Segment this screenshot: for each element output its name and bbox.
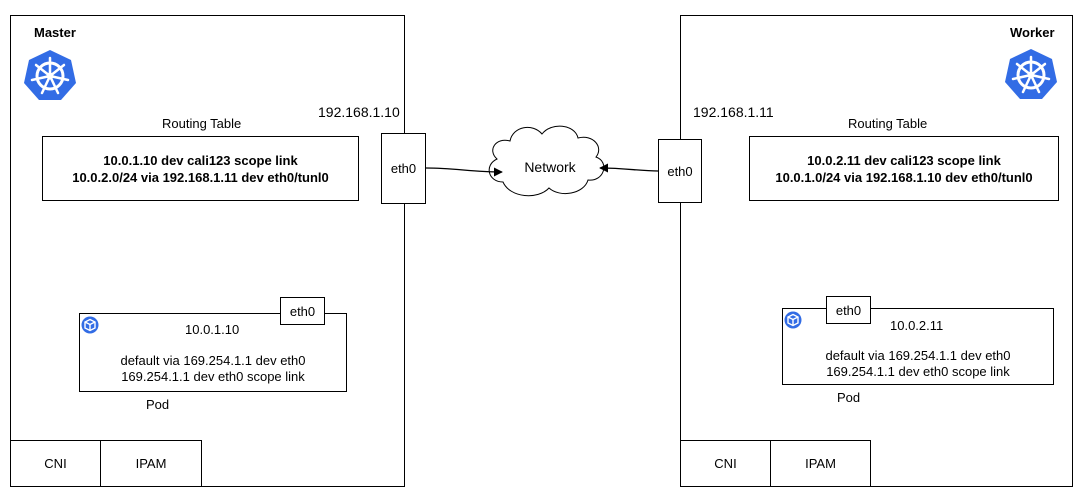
worker-ip-label: 192.168.1.11 [693,104,774,120]
master-eth0-label: eth0 [390,161,417,176]
worker-route-1: 10.0.2.11 dev cali123 scope link [807,153,1001,168]
worker-node [680,15,1073,487]
master-pod-ip: 10.0.1.10 [185,322,240,337]
master-eth0-interface: eth0 [381,133,426,204]
master-route-1: 10.0.1.10 dev cali123 scope link [103,153,298,168]
master-pod-cube-icon [81,316,99,334]
worker-label: Worker [1010,25,1055,40]
master-ipam-box: IPAM [100,440,202,487]
worker-to-network-link [599,163,659,173]
kubernetes-logo-icon [22,48,78,102]
master-pod-route-1: default via 169.254.1.1 dev eth0 [120,353,306,368]
master-ipam-label: IPAM [135,456,167,471]
master-label: Master [34,25,76,40]
worker-pod-cube-icon [784,311,802,329]
worker-cni-box: CNI [680,440,771,487]
network-label: Network [524,159,576,175]
master-pod [79,313,347,392]
master-pod-route-2: 169.254.1.1 dev eth0 scope link [121,369,305,384]
worker-pod-eth0-label: eth0 [835,302,862,318]
cloud-icon [488,125,605,197]
worker-ipam-box: IPAM [770,440,871,487]
master-cni-label: CNI [44,456,67,471]
worker-pod-route-2: 169.254.1.1 dev eth0 scope link [826,364,1010,379]
worker-eth0-label: eth0 [667,163,693,179]
master-routing-table-title: Routing Table [162,116,242,131]
worker-cni-label: CNI [714,456,737,471]
worker-pod-label: Pod [837,390,861,405]
worker-routing-table [749,136,1059,201]
master-ip-label: 192.168.1.10 [318,104,400,120]
worker-routing-table-title: Routing Table [848,116,928,131]
master-to-network-link [425,167,503,177]
worker-pod-ip: 10.0.2.11 [890,318,944,333]
master-cni-box: CNI [10,440,101,487]
master-pod-eth0-label: eth0 [289,303,316,319]
kubernetes-logo-icon [1003,47,1059,101]
worker-route-2: 10.0.1.0/24 via 192.168.1.10 dev eth0/tu… [775,170,1033,185]
worker-eth0-interface: eth0 [658,139,702,203]
worker-pod-eth0: eth0 [826,296,871,324]
master-node [10,15,405,487]
worker-ipam-label: IPAM [805,456,836,471]
master-pod-label: Pod [146,397,170,412]
worker-pod-route-1: default via 169.254.1.1 dev eth0 [825,348,1011,363]
master-route-2: 10.0.2.0/24 via 192.168.1.11 dev eth0/tu… [72,170,329,185]
master-routing-table [42,136,359,201]
master-pod-eth0: eth0 [280,297,325,325]
